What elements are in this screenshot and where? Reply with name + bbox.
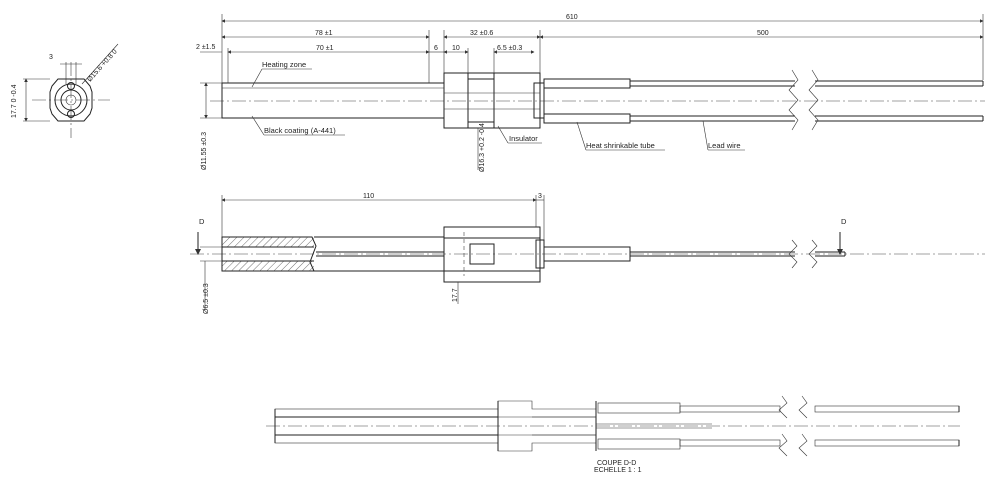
dim-insulator-offset: 6.5 ±0.3 [497, 45, 522, 52]
section-title: COUPE D-D [597, 460, 636, 467]
dim-lead-length: 500 [757, 30, 769, 37]
dim-insulator-step: 10 [452, 45, 460, 52]
label-heat-shrink: Heat shrinkable tube [586, 141, 655, 150]
dim-insulator-length: 32 ±0.6 [470, 30, 493, 37]
dim-bore-diameter: Ø6.5 ±0.3 [203, 283, 210, 314]
label-heating-zone: Heating zone [262, 60, 306, 69]
section-view: COUPE D-D ECHELLE 1 : 1 [266, 395, 960, 474]
dim-end-offset: 2 ±1.5 [196, 44, 216, 51]
dim-body-diameter: Ø11.55 ±0.3 [201, 132, 208, 170]
dim-section-step: 3 [538, 193, 542, 200]
label-lead-wire: Lead wire [708, 141, 741, 150]
plan-view: D D 110 3 Ø6.5 ±0.3 17.7 [190, 193, 985, 314]
end-view-height: 17.7 0 -0.4 [11, 84, 18, 118]
section-mark-left: D [199, 217, 205, 226]
section-scale: ECHELLE 1 : 1 [594, 467, 642, 474]
section-mark-right: D [841, 217, 847, 226]
end-view: 17.7 0 -0.4 3 Ø15.6 +0.8 0 [11, 43, 119, 138]
dim-gap: 6 [434, 45, 438, 52]
dim-insulator-diameter: Ø16.3 +0.2 -0.4 [479, 123, 486, 172]
dim-heating-zone: 70 ±1 [316, 45, 334, 52]
label-insulator: Insulator [509, 134, 538, 143]
dim-total-length: 610 [566, 14, 578, 21]
dim-heated-length: 78 ±1 [315, 30, 333, 37]
dim-insulator-height: 17.7 [452, 288, 459, 302]
side-view: 610 78 ±1 70 ±1 2 ±1.5 6 32 ±0.6 10 6.5 … [196, 14, 985, 172]
end-view-diameter: Ø15.6 +0.8 0 [86, 48, 118, 83]
end-view-width: 3 [49, 54, 53, 61]
label-black-coating: Black coating (A-441) [264, 126, 336, 135]
dim-section-length: 110 [363, 193, 374, 200]
